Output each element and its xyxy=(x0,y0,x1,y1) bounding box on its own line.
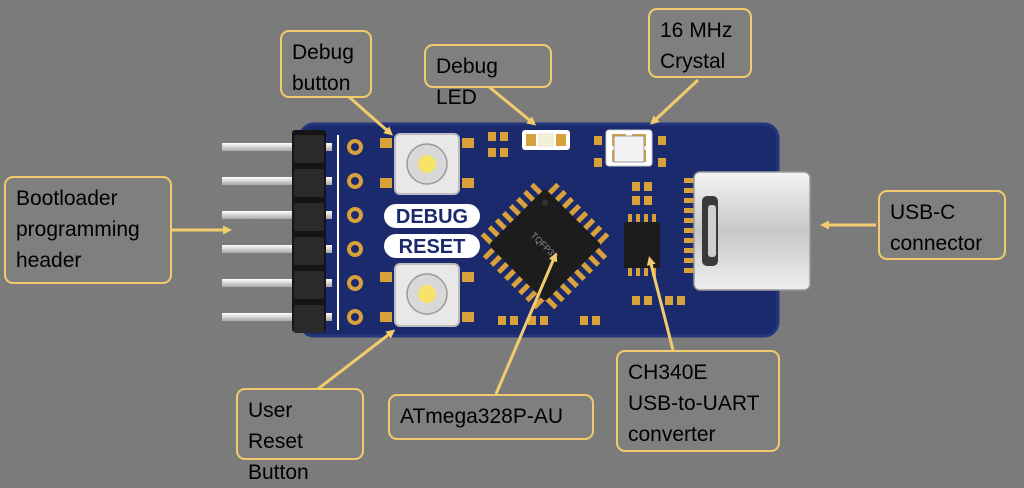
reset-silk-label: RESET xyxy=(399,236,466,258)
debug-silk-label: DEBUG xyxy=(396,206,468,228)
atmega-callout: ATmega328P-AU xyxy=(388,394,594,440)
crystal-part xyxy=(605,129,653,167)
crystal-callout: 16 MHz Crystal xyxy=(648,8,752,78)
debug-button-callout: Debug button xyxy=(280,30,372,98)
usb-c-callout: USB-C connector xyxy=(878,190,1006,260)
usb-c-part xyxy=(693,171,811,291)
atmega-chip: TQFP32 xyxy=(480,182,610,310)
debug-led-callout: Debug LED xyxy=(424,44,552,109)
debug-button-part xyxy=(380,133,474,195)
ch340-callout: CH340E USB-to-UART converter xyxy=(616,350,780,452)
ch340-chip xyxy=(624,214,660,276)
bootloader-header-callout: Bootloader programming header xyxy=(4,176,172,284)
reset-button-part xyxy=(380,263,474,327)
callout-arrows xyxy=(172,78,876,395)
debug-led-part xyxy=(522,130,570,150)
header-pins xyxy=(222,143,332,321)
board-illustration: DEBUG RESET xyxy=(172,78,876,395)
user-reset-callout: User Reset Button xyxy=(236,388,364,484)
